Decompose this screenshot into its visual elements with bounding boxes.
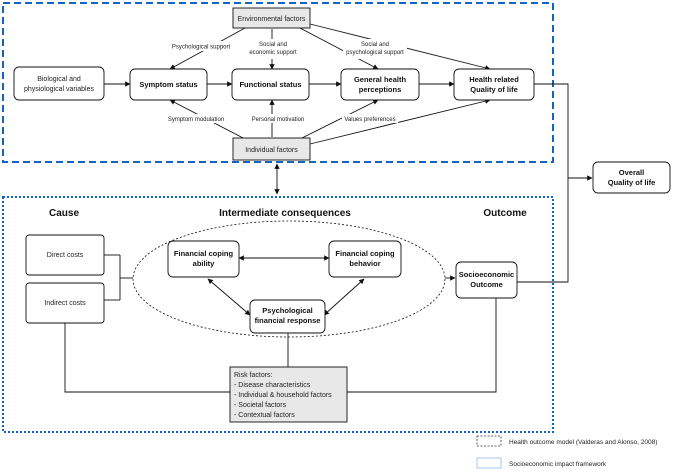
socioeconomic-framework-frame [2,196,554,433]
psychological-support-label: Psychological support [172,45,231,51]
health-outcome-model-frame [2,2,554,163]
risk-factor-contextual: - Contextual factors [234,412,295,419]
indirect-costs-label: Indirect costs [44,300,86,307]
legend-socioeconomic-swatch [476,457,502,469]
psych-response-line-2: financial response [255,316,321,325]
psych-response-line-1: Psychological [262,306,312,315]
risk-factor-individual-household: - Individual & household factors [234,392,332,399]
outcome-heading: Outcome [483,208,527,219]
personal-motivation-label: Personal motivation [252,117,305,123]
legend-socioeconomic-label: Socioeconomic impact framework [509,461,607,468]
legend-health-outcome-swatch [476,435,502,447]
biological-line-1: Biological and [37,76,81,83]
socioeconomic-outcome-box: Socioeconomic Outcome [455,261,518,299]
socioeconomic-arrows [64,254,497,393]
coping-ability-line-1: Financial coping [174,249,234,258]
social-economic-support-line-2: economic support [249,50,297,56]
general-health-line-2: perceptions [359,85,402,94]
socio-outcome-line-1: Socioeconomic [459,270,514,279]
risk-factors-title: Risk factors: [234,372,273,379]
direct-costs-box: Direct costs [25,234,105,276]
coping-ability-line-2: ability [193,259,216,268]
cause-heading: Cause [49,208,79,219]
values-preferences-label: Values preferences [344,117,395,123]
indirect-costs-box: Indirect costs [25,282,105,324]
hrqol-line-2: Quality of life [470,85,518,94]
risk-factors-box: Risk factors: - Disease characteristics … [229,366,348,423]
psychological-financial-response-box: Psychological financial response [249,299,326,334]
biological-variables-box: Biological and physiological variables [13,66,105,101]
edge-labels: Psychological support Social and economi… [166,39,407,123]
coping-behavior-line-2: behavior [349,259,380,268]
coping-behavior-line-1: Financial coping [335,249,395,258]
intermediate-consequences-ellipse [132,220,446,338]
overall-quality-of-life-box: Overall Quality of life [592,161,671,194]
environmental-factors-box: Environmental factors [232,7,311,29]
hrqol-line-1: Health related [469,75,519,84]
symptom-modulation-label: Symptom modulation [168,117,224,123]
social-psychological-support-line-1: Social and [361,42,389,48]
financial-coping-behavior-box: Financial coping behavior [328,240,402,278]
risk-factor-disease: - Disease characteristics [234,382,311,389]
socio-outcome-line-2: Outcome [470,280,503,289]
functional-status-label: Functional status [239,80,301,89]
hrqol-box: Health related Quality of life [453,68,535,101]
symptom-status-box: Symptom status [129,68,208,101]
environmental-factors-label: Environmental factors [238,16,306,23]
risk-factor-societal: - Societal factors [234,402,287,409]
financial-coping-ability-box: Financial coping ability [167,240,240,278]
intermediate-heading: Intermediate consequences [219,208,351,219]
social-psychological-support-line-2: psychological support [346,50,404,56]
individual-factors-label: Individual factors [245,147,298,154]
functional-status-box: Functional status [231,68,310,101]
overall-line-2: Quality of life [608,178,656,187]
individual-factors-box: Individual factors [232,137,311,161]
direct-costs-label: Direct costs [47,252,84,259]
overall-line-1: Overall [619,168,644,177]
legend-health-outcome-label: Health outcome model (Valderas and Alons… [509,439,657,446]
legend: Health outcome model (Valderas and Alons… [476,435,657,469]
social-economic-support-line-1: Social and [259,42,287,48]
general-health-line-1: General health [354,75,407,84]
biological-line-2: physiological variables [24,86,95,93]
general-health-perceptions-box: General health perceptions [340,68,420,101]
symptom-status-label: Symptom status [139,80,197,89]
